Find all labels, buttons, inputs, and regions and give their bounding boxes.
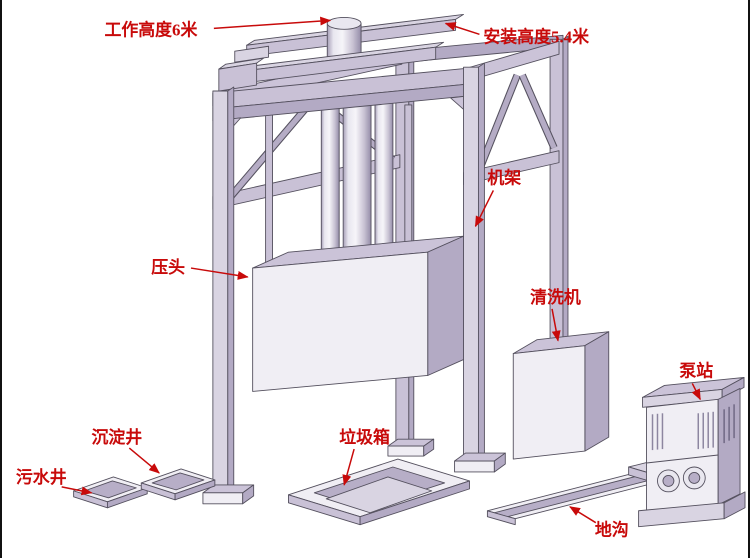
callout-labels: 工作高度6米 安装高度5.4米 机架 压头 清洗机 泵站 沉淀井 污水井 垃圾箱… xyxy=(16,19,713,539)
pump-port-right xyxy=(682,466,706,490)
label-trench: 地沟 xyxy=(595,520,629,540)
washer-front-face xyxy=(512,345,586,460)
arrow-sewage-well xyxy=(61,486,93,496)
pump-port-left xyxy=(657,469,680,493)
washing-machine xyxy=(512,331,610,460)
arrow-press-head xyxy=(190,267,249,280)
press-head-front-face xyxy=(252,251,429,392)
label-pump-station: 泵站 xyxy=(679,360,713,380)
press-head xyxy=(252,235,464,392)
pump-body-right xyxy=(717,387,741,506)
label-frame: 机架 xyxy=(487,168,521,188)
cylinder-rod-right xyxy=(374,100,394,259)
frame-leg-front-left xyxy=(202,86,255,505)
pump-vent-slots-side xyxy=(723,404,735,444)
pump-station xyxy=(638,377,746,528)
arrow-garbage-box xyxy=(342,448,355,486)
pump-base-right xyxy=(723,491,746,520)
guide-rail-left xyxy=(265,114,273,265)
mount-plate-upper xyxy=(234,45,270,63)
arrow-sediment-well xyxy=(128,447,160,474)
guide-rail-right xyxy=(404,104,413,255)
cylinder-rod-left xyxy=(320,100,340,261)
pump-lid-right xyxy=(721,377,745,400)
well-opening xyxy=(151,472,205,491)
top-crossbeam-assembly xyxy=(218,13,464,92)
sediment-well xyxy=(140,468,216,501)
arrow-install-height xyxy=(444,22,480,36)
frame-leg-front-right xyxy=(454,62,506,473)
sewage-well xyxy=(73,476,148,509)
label-install-height: 安装高度5.4米 xyxy=(483,26,589,46)
trench-channel xyxy=(493,474,655,518)
callout-arrows xyxy=(61,16,701,524)
label-washer: 清洗机 xyxy=(530,287,581,307)
arrow-work-height xyxy=(213,16,332,30)
label-sediment-well: 沉淀井 xyxy=(92,427,143,447)
label-work-height: 工作高度6米 xyxy=(104,19,197,39)
press-head-right-face xyxy=(427,235,464,376)
arrow-pump-station xyxy=(691,383,701,401)
pump-panel-seam xyxy=(646,454,719,464)
well-opening xyxy=(84,480,137,499)
arrow-frame xyxy=(474,190,495,228)
arrow-washer xyxy=(551,308,561,342)
label-sewage-well: 污水井 xyxy=(16,467,67,487)
cap-cylinder xyxy=(326,16,362,60)
garbage-box xyxy=(288,458,470,526)
garbage-box-floor xyxy=(325,476,433,514)
label-garbage-box: 垃圾箱 xyxy=(339,427,390,447)
cylinder-rod-center xyxy=(342,100,372,263)
label-press-head: 压头 xyxy=(151,258,185,277)
arrow-trench xyxy=(569,506,597,524)
mount-plate-front xyxy=(218,62,258,92)
pump-vent-slots-front xyxy=(651,411,714,451)
washer-right-face xyxy=(584,331,610,452)
